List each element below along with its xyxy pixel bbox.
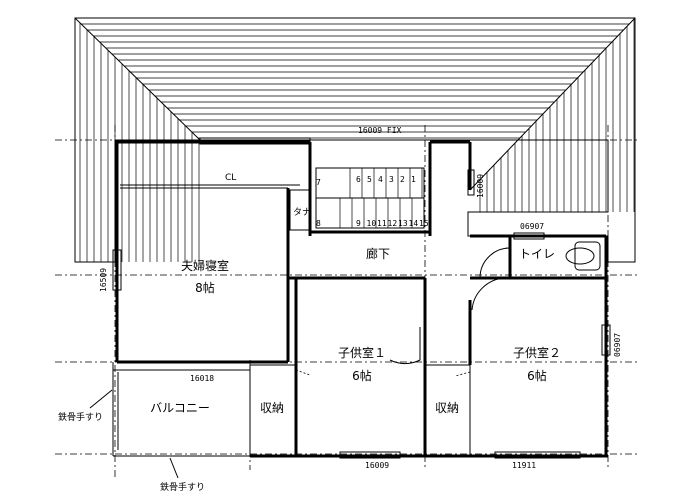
room-master-bedroom-name: 夫婦寝室 — [181, 258, 229, 273]
room-master-bedroom-size: 8帖 — [195, 280, 215, 295]
roof-hatching — [79, 19, 635, 262]
stair-number: 9 — [356, 219, 361, 228]
room-child-2-name: 子供室２ — [513, 345, 561, 360]
stair-number: 12 — [388, 219, 398, 228]
stair-number: 14 — [409, 219, 419, 228]
window-code-balcony-top: 16018 — [190, 374, 214, 383]
stair-number: 8 — [316, 219, 321, 228]
stair-number: 5 — [367, 175, 372, 184]
stair-number: 15 — [419, 219, 429, 228]
cabinet-label: タナ — [293, 207, 311, 218]
toilet-fixture — [565, 241, 601, 271]
window-code-bottom-mid: 16009 — [365, 461, 389, 470]
room-child-2-size: 6帖 — [527, 368, 547, 383]
closet-label: CL — [225, 173, 236, 183]
stair-number: 4 — [378, 175, 383, 184]
stair-number: 6 — [356, 175, 361, 184]
room-hallway-name: 廊下 — [366, 246, 390, 261]
window-code-bottom-right: 11911 — [512, 461, 536, 470]
room-toilet-name: トイレ — [519, 247, 555, 261]
window-code-left: 16509 — [99, 268, 108, 292]
windows — [112, 137, 611, 459]
walls — [112, 140, 608, 458]
room-child-1-size: 6帖 — [352, 368, 372, 383]
handrail-left-label: 鉄骨手すり — [58, 411, 103, 423]
stair-number: 11 — [377, 219, 387, 228]
handrail-bottom-leader — [169, 457, 179, 479]
room-storage-2-name: 収納 — [435, 401, 459, 415]
doors — [295, 247, 511, 377]
window-code-right: 06907 — [613, 333, 622, 357]
stair-number: 1 — [411, 175, 416, 184]
stair-number: 3 — [389, 175, 394, 184]
stair-number: 10 — [367, 219, 377, 228]
room-child-1-name: 子供室１ — [338, 345, 386, 360]
roof — [74, 17, 636, 263]
window-code-stair-side: 16009 — [476, 174, 485, 198]
room-balcony-name: バルコニー — [150, 401, 210, 415]
stair-number: 2 — [400, 175, 405, 184]
stairs — [315, 167, 425, 229]
room-storage-1-name: 収納 — [260, 401, 284, 415]
stair-number: 13 — [398, 219, 408, 228]
handrail-left-leader — [89, 389, 113, 409]
window-code-top: 16009 FIX — [358, 126, 402, 135]
window-code-toilet: 06907 — [520, 222, 544, 231]
stair-number: 7 — [316, 178, 321, 187]
handrail-bottom-label: 鉄骨手すり — [160, 481, 205, 493]
